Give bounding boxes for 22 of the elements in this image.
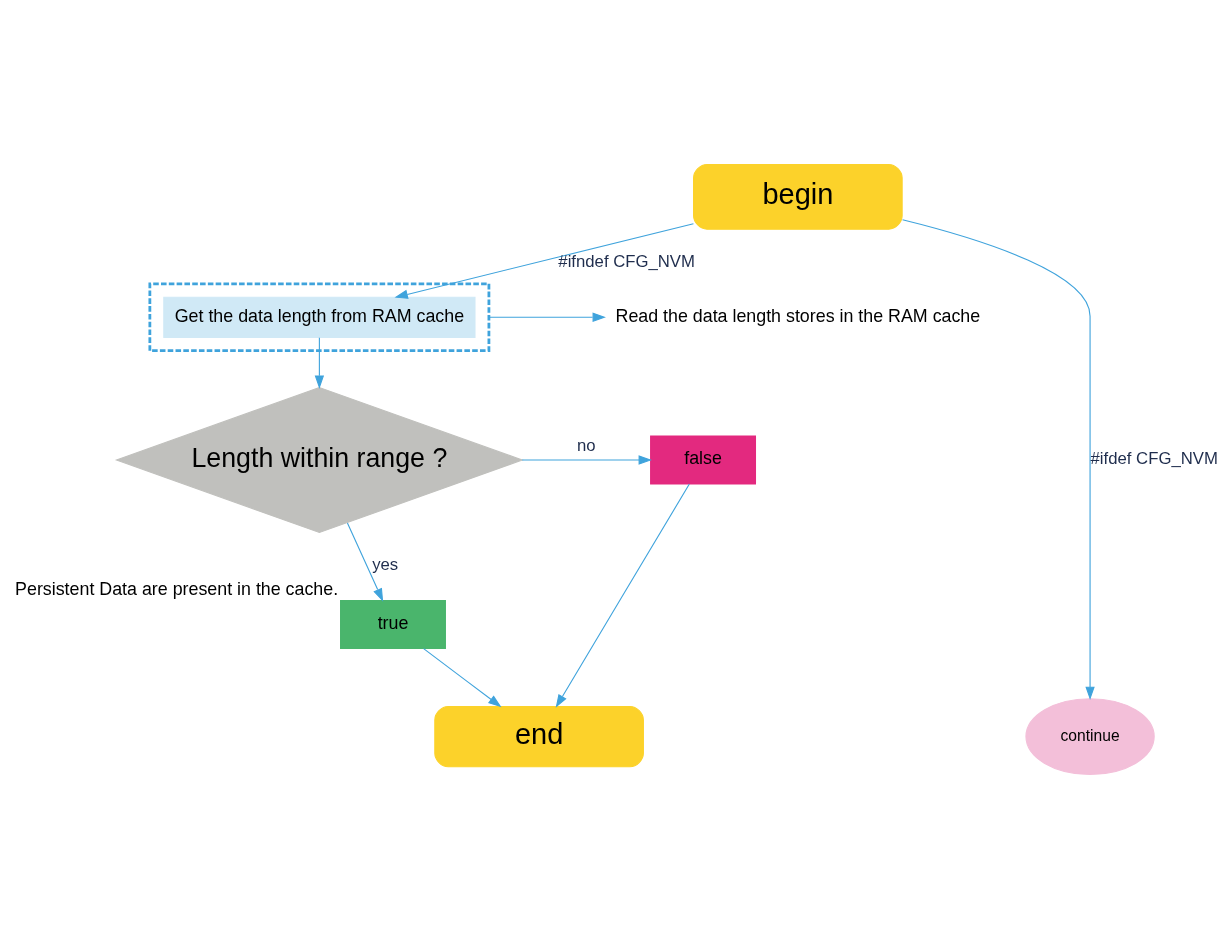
- node-box: true: [340, 599, 446, 649]
- edge-label: #ifndef CFG_NVM: [558, 251, 695, 271]
- arrow: [901, 218, 1095, 700]
- node-diamond: Length within range ?: [114, 386, 524, 533]
- edge-label: yes: [372, 554, 399, 574]
- edge-label: no: [577, 435, 596, 455]
- node-label: Persistent Data are present in the cache.: [15, 578, 339, 599]
- edge-label: #ifdef CFG_NVM: [1090, 448, 1218, 468]
- node-box: begin: [693, 163, 903, 230]
- arrow: [314, 336, 325, 389]
- node-ellipse: continue: [1025, 697, 1155, 775]
- node-box: end: [434, 705, 644, 767]
- arrow: [394, 222, 694, 299]
- arrow: [555, 483, 690, 708]
- cluster: [148, 281, 491, 352]
- arrow: [488, 312, 606, 322]
- arrow: [423, 647, 502, 707]
- arrow: [521, 454, 652, 465]
- node-text: Read the data length stores in the RAM cache: [615, 305, 981, 325]
- node-box: Get the data length from RAM cache: [163, 296, 476, 338]
- node-box: false: [650, 435, 757, 485]
- arrow: [346, 521, 384, 602]
